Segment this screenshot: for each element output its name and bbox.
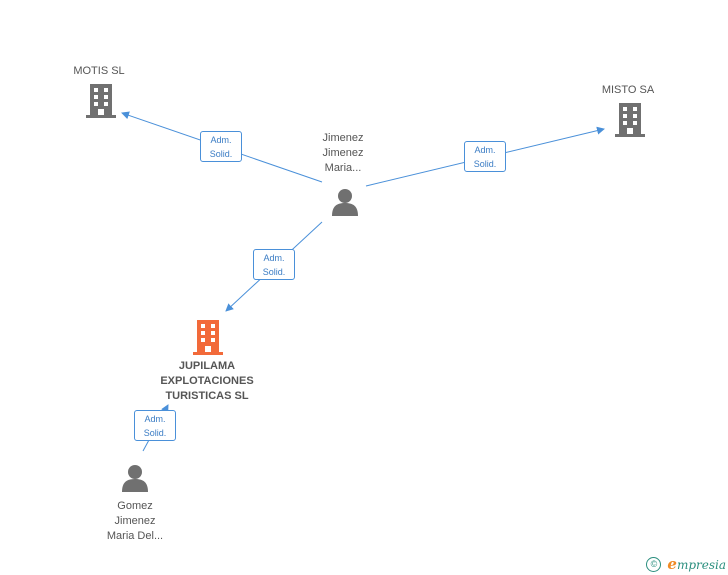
- relation-label: Solid.: [473, 159, 497, 169]
- copyright-icon: ©: [646, 556, 662, 572]
- relation-label: Solid.: [143, 428, 167, 438]
- building-icon[interactable]: [86, 84, 116, 118]
- footer-brand: © empresia: [646, 555, 726, 573]
- relation-badge-misto[interactable]: Adm. Solid.: [464, 141, 506, 172]
- relation-label: Adm.: [144, 414, 166, 424]
- relation-badge-gomez[interactable]: Adm. Solid.: [134, 410, 176, 441]
- person-name-line: Maria Del...: [106, 530, 164, 542]
- relation-badge-jupilama[interactable]: Adm. Solid.: [253, 249, 295, 280]
- person-icon[interactable]: [121, 464, 149, 492]
- building-icon[interactable]: [615, 103, 645, 137]
- company-name-line: TURISTICAS SL: [165, 390, 249, 402]
- brand-text: mpresia: [676, 558, 726, 572]
- person-name-line: Maria...: [324, 162, 362, 174]
- person-name-line: Jimenez: [114, 515, 156, 527]
- person-icon[interactable]: [331, 188, 359, 216]
- brand-e: e: [667, 555, 677, 573]
- person-label-gomez[interactable]: Gomez Jimenez Maria Del...: [89, 499, 181, 544]
- relation-badge-motis[interactable]: Adm. Solid.: [200, 131, 242, 162]
- company-name-line: JUPILAMA: [178, 360, 236, 372]
- person-name-line: Jimenez: [322, 147, 364, 159]
- brand-logo[interactable]: empresia: [667, 555, 726, 573]
- person-name-line: Jimenez: [322, 132, 364, 144]
- person-name-line: Gomez: [117, 500, 153, 512]
- relation-label: Adm.: [474, 145, 496, 155]
- company-label-motis[interactable]: MOTIS SL: [73, 65, 125, 77]
- person-label-jimenez[interactable]: Jimenez Jimenez Maria...: [298, 131, 388, 176]
- company-label-misto[interactable]: MISTO SA: [601, 84, 655, 96]
- relation-label: Solid.: [209, 149, 233, 159]
- relation-label: Solid.: [262, 267, 286, 277]
- relation-label: Adm.: [263, 253, 285, 263]
- building-main-icon[interactable]: [193, 320, 223, 355]
- company-name-line: EXPLOTACIONES: [160, 375, 254, 387]
- company-label-jupilama[interactable]: JUPILAMA EXPLOTACIONES TURISTICAS SL: [140, 359, 274, 404]
- relation-label: Adm.: [210, 135, 232, 145]
